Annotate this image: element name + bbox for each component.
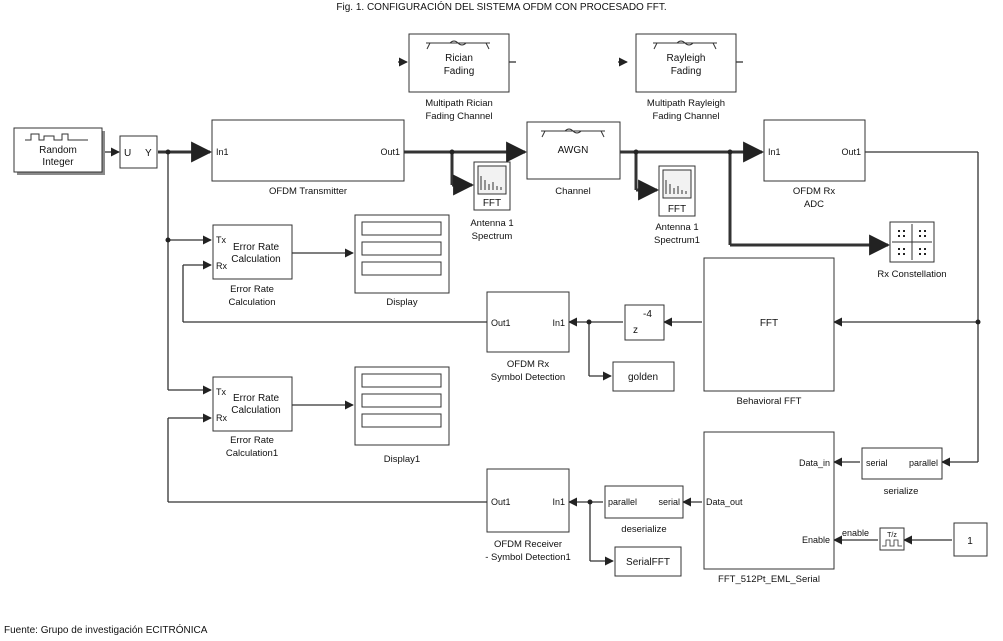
delay-z: z	[633, 325, 638, 336]
serialfft-text: SerialFFT	[626, 557, 670, 568]
display1-block[interactable]: Display1	[354, 366, 450, 465]
golden-block[interactable]: golden	[612, 361, 675, 392]
uy-block[interactable]: U Y	[119, 135, 158, 169]
fft512-label: FFT_512Pt_EML_Serial	[718, 574, 820, 585]
random-integer-text-1: Random	[39, 145, 77, 156]
rayleigh-label-1: Multipath Rayleigh	[647, 98, 725, 109]
golden-text: golden	[628, 372, 658, 383]
ofdm-rx-adc-block[interactable]: In1 Out1 OFDM Rx ADC	[763, 119, 866, 210]
rayleigh-text-2: Fading	[671, 66, 702, 77]
spectrum2-label-2: Spectrum1	[654, 235, 700, 246]
behavioral-fft-block[interactable]: FFT Behavioral FFT	[703, 257, 835, 407]
behavioral-fft-text: FFT	[760, 318, 778, 329]
err2-text-2: Calculation	[231, 405, 280, 416]
adc-label-2: ADC	[804, 199, 824, 210]
deserialize-label: deserialize	[621, 524, 666, 535]
adc-in-port: In1	[768, 147, 781, 157]
err2-text-1: Error Rate	[233, 393, 280, 404]
ofdm-receiver-symbol-detection1-block[interactable]: Out1 In1 OFDM Receiver - Symbol Detectio…	[485, 468, 571, 563]
awgn-label: Channel	[555, 186, 590, 197]
source-note: Fuente: Grupo de investigación ECITRÓNIC…	[4, 625, 208, 636]
spectrum2-label-1: Antenna 1	[655, 222, 698, 233]
constant-text: 1	[967, 536, 973, 547]
error-rate-calc-block-1[interactable]: Tx Rx Error Rate Calculation Error Rate …	[212, 224, 293, 308]
rxsym-label-2: Symbol Detection	[491, 372, 565, 383]
random-integer-text-2: Integer	[42, 157, 74, 168]
err2-rx-port: Rx	[216, 413, 227, 423]
rician-text-2: Fading	[444, 66, 475, 77]
rayleigh-text-1: Rayleigh	[667, 53, 706, 64]
uy-out-port: Y	[145, 148, 152, 159]
rxsym2-out-port: Out1	[491, 497, 511, 507]
serialize-label: serialize	[884, 486, 919, 497]
deserialize-right-port: serial	[658, 497, 680, 507]
display-label: Display	[386, 297, 417, 308]
err1-label-1: Error Rate	[230, 284, 274, 295]
tx-in-port: In1	[216, 147, 229, 157]
err1-label-2: Calculation	[229, 297, 276, 308]
serialize-left-port: serial	[866, 458, 888, 468]
rxsym-out-port: Out1	[491, 318, 511, 328]
serialize-right-port: parallel	[909, 458, 938, 468]
spectrum1-label-1: Antenna 1	[470, 218, 513, 229]
constant-block[interactable]: 1	[953, 522, 988, 557]
fft-512-serial-block[interactable]: Data_in Data_out Enable FFT_512Pt_EML_Se…	[703, 431, 835, 585]
adc-out-port: Out1	[841, 147, 861, 157]
fft512-enable-port: Enable	[802, 535, 830, 545]
rx-constellation-label: Rx Constellation	[877, 269, 946, 280]
rxsym-label-1: OFDM Rx	[507, 359, 549, 370]
rate-transition-port: enable	[842, 528, 869, 538]
rate-transition-block[interactable]: T/z enable	[842, 527, 905, 551]
tx-out-port: Out1	[380, 147, 400, 157]
signal-lines	[104, 57, 981, 566]
uy-in-port: U	[124, 148, 131, 159]
spectrum2-text: FFT	[668, 204, 686, 215]
deserialize-block[interactable]: parallel serial deserialize	[604, 485, 684, 535]
fft512-data-in-port: Data_in	[799, 458, 830, 468]
fft512-data-out-port: Data_out	[706, 497, 743, 507]
deserialize-left-port: parallel	[608, 497, 637, 507]
random-integer-block[interactable]: Random Integer	[13, 127, 105, 175]
display-block[interactable]: Display	[354, 214, 450, 308]
spectrum-scope-1[interactable]: FFT Antenna 1 Spectrum	[470, 161, 514, 242]
delay-block[interactable]: -4 z	[624, 304, 665, 341]
rx-constellation-block[interactable]: Rx Constellation	[877, 221, 947, 280]
rayleigh-label-2: Fading Channel	[652, 111, 719, 122]
rician-label-1: Multipath Rician	[425, 98, 493, 109]
spectrum1-text: FFT	[483, 198, 501, 209]
display1-label: Display1	[384, 454, 420, 465]
rxsym2-label-1: OFDM Receiver	[494, 539, 562, 550]
awgn-text: AWGN	[558, 145, 589, 156]
rician-fading-block[interactable]: Rician Fading Multipath Rician Fading Ch…	[408, 33, 510, 122]
spectrum1-label-2: Spectrum	[472, 231, 513, 242]
serialfft-block[interactable]: SerialFFT	[614, 546, 682, 577]
err1-rx-port: Rx	[216, 261, 227, 271]
rician-label-2: Fading Channel	[425, 111, 492, 122]
ofdm-transmitter-block[interactable]: In1 Out1 OFDM Transmitter	[211, 119, 405, 197]
rxsym2-in-port: In1	[552, 497, 565, 507]
adc-label-1: OFDM Rx	[793, 186, 835, 197]
spectrum-scope-2[interactable]: FFT Antenna 1 Spectrum1	[654, 165, 700, 246]
rayleigh-fading-block[interactable]: Rayleigh Fading Multipath Rayleigh Fadin…	[635, 33, 737, 122]
err1-text-1: Error Rate	[233, 242, 280, 253]
rxsym2-label-2: - Symbol Detection1	[485, 552, 571, 563]
rxsym-in-port: In1	[552, 318, 565, 328]
behavioral-fft-label: Behavioral FFT	[737, 396, 802, 407]
ofdm-rx-symbol-detection-block[interactable]: Out1 In1 OFDM Rx Symbol Detection	[486, 291, 570, 383]
err1-text-2: Calculation	[231, 254, 280, 265]
serialize-block[interactable]: serial parallel serialize	[861, 447, 943, 497]
err2-label-1: Error Rate	[230, 435, 274, 446]
rician-text-1: Rician	[445, 53, 473, 64]
error-rate-calc-block-2[interactable]: Tx Rx Error Rate Calculation Error Rate …	[212, 376, 293, 459]
err2-label-2: Calculation1	[226, 448, 278, 459]
ofdm-transmitter-label: OFDM Transmitter	[269, 186, 347, 197]
err1-tx-port: Tx	[216, 235, 226, 245]
rate-transition-text: T/z	[887, 532, 897, 539]
figure-caption: Fig. 1. CONFIGURACIÓN DEL SISTEMA OFDM C…	[336, 2, 667, 13]
err2-tx-port: Tx	[216, 387, 226, 397]
delay-exponent: -4	[643, 309, 652, 320]
awgn-channel-block[interactable]: AWGN Channel	[526, 121, 621, 197]
